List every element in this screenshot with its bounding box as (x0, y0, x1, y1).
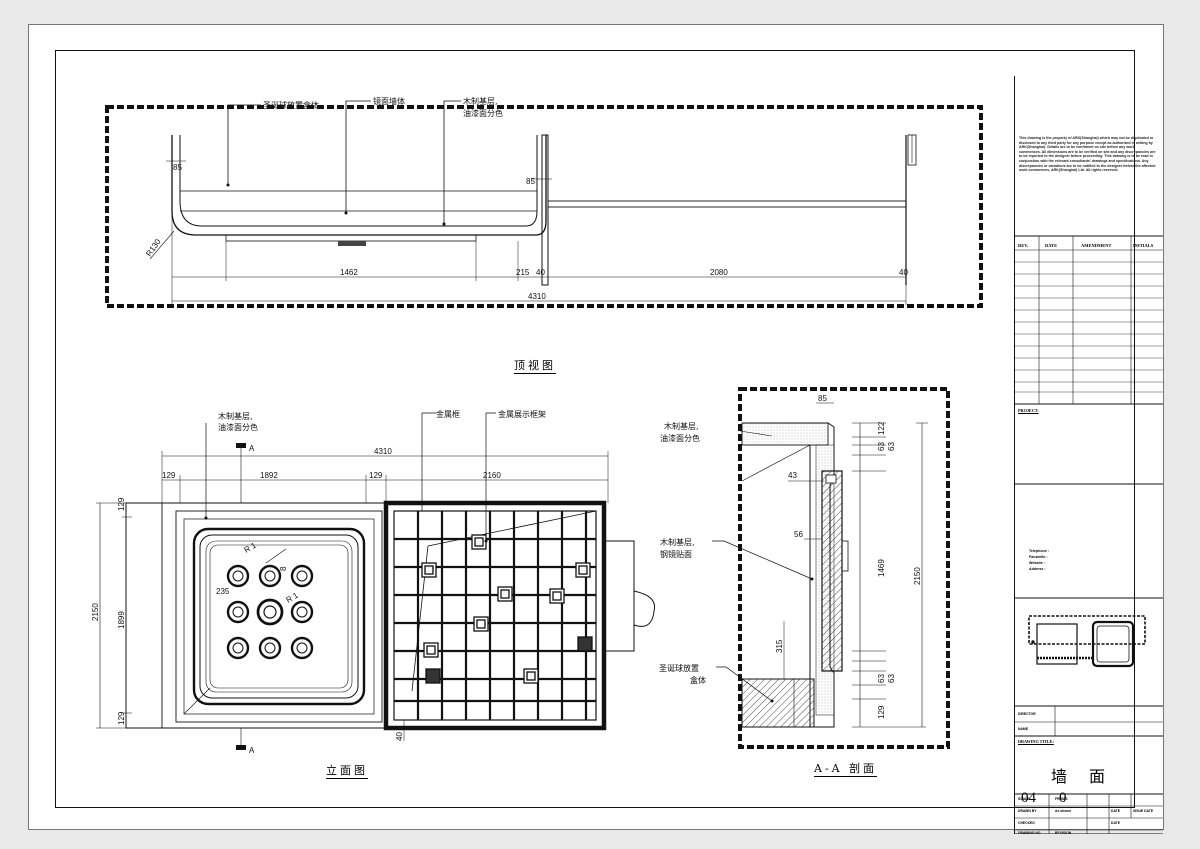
top-view (105, 100, 983, 308)
section-text: 木制基层, 油漆面分色 木制基层, 钢镜贴面 圣诞球放置 盒体 85 43 56… (659, 394, 922, 719)
sec-label-wood-2a: 木制基层, (660, 537, 695, 547)
caption-section: A-A 剖面 (814, 762, 878, 777)
sec-dim-43: 43 (788, 471, 797, 480)
rev-header-initials: INITIALS (1133, 243, 1154, 248)
label-wood-2: 油漆面分色 (463, 108, 503, 118)
display-boxes (421, 534, 593, 684)
drawing-no-label: DRAWING NO. (1018, 831, 1042, 835)
sec-label-wood-1a: 木制基层, (664, 421, 699, 431)
contact-facsimile: Facsimile : (1029, 555, 1048, 559)
dim-1462: 1462 (340, 268, 358, 277)
dim-40-a: 40 (536, 268, 545, 277)
contact-website: Website : (1029, 561, 1045, 565)
sec-label-box-a: 圣诞球放置 (659, 663, 699, 673)
dim-r1-a: R 1 (243, 540, 259, 554)
thumbnail-plan (1028, 615, 1146, 668)
sec-dim-56: 56 (794, 530, 803, 539)
drawn-by-label: DRAWN BY (1018, 809, 1037, 813)
dim-129-c: 129 (117, 497, 126, 511)
elev-label-wood-2: 油漆面分色 (218, 422, 258, 432)
dim-8: 8 (279, 566, 288, 571)
drawing-title: 墙面 (1050, 767, 1127, 786)
elevation-text: 木制基层, 油漆面分色 金属框 金属展示框架 A A 4310 129 1892… (91, 409, 546, 755)
title-block: This drawing is the property of ARK(Shan… (1014, 76, 1163, 835)
label-box: 圣诞球放置盒体 (263, 100, 319, 110)
checked-label: CHECKED (1018, 821, 1035, 825)
sec-dim-63-b: 63 (887, 442, 896, 451)
dim-40-b: 40 (899, 268, 908, 277)
drawing-canvas: 圣诞球放置盒体 镜面墙体 木制基层, 油漆面分色 85 85 R130 1462… (91, 96, 983, 755)
dim-4310: 4310 (528, 292, 546, 301)
sec-dim-315: 315 (775, 639, 784, 653)
rev-header-amendment: AMENDMENT (1081, 243, 1112, 248)
date-label-2: DATE (1111, 821, 1120, 825)
drawing-frame: 圣诞球放置盒体 镜面墙体 木制基层, 油漆面分色 85 85 R130 1462… (55, 50, 1163, 835)
sec-dim-1469: 1469 (877, 559, 886, 577)
dim-85-right: 85 (526, 177, 535, 186)
disclaimer-text: This drawing is the property of ARK(Shan… (1019, 136, 1156, 173)
sec-dim-63-c: 63 (877, 674, 886, 683)
section-view (712, 387, 950, 749)
label-display-frame: 金属展示框架 (498, 409, 546, 419)
drawn-by-value: As shown (1055, 809, 1072, 813)
contact-address: Address : (1029, 567, 1046, 571)
project-label: PROJECT: (1018, 408, 1039, 413)
drawing-title-label: DRAWING TITLE: (1018, 739, 1054, 744)
sec-label-box-b: 盒体 (690, 675, 706, 685)
name-label: NAME (1018, 727, 1028, 731)
caption-elevation: 立面图 (326, 764, 368, 779)
scale-label: SCALE (1018, 797, 1030, 801)
dim-2080: 2080 (710, 268, 728, 277)
contact-block: Telephone : Facsimile : Website : Addres… (1029, 548, 1049, 572)
drawing-sheet: 圣诞球放置盒体 镜面墙体 木制基层, 油漆面分色 85 85 R130 1462… (28, 24, 1164, 835)
dim-85-left: 85 (173, 163, 182, 172)
dim-215: 215 (516, 268, 530, 277)
date-label-1: DATE (1111, 809, 1120, 813)
sec-label-wood-2b: 钢镜贴面 (660, 549, 692, 559)
revision-label: REVISION (1055, 831, 1072, 835)
label-wood-1: 木制基层, (463, 96, 498, 106)
label-metal-frame: 金属框 (436, 409, 460, 419)
dim-1892: 1892 (260, 471, 278, 480)
sec-dim-63-d: 63 (887, 674, 896, 683)
dim-129-a: 129 (162, 471, 176, 480)
frame-grid (394, 511, 596, 720)
sec-dim-122: 122 (877, 421, 886, 435)
caption-top-view: 顶视图 (514, 359, 556, 374)
drawing-number: 04 (1021, 790, 1036, 806)
top-view-text: 圣诞球放置盒体 镜面墙体 木制基层, 油漆面分色 85 85 R130 1462… (144, 96, 908, 301)
sec-label-wood-1b: 油漆面分色 (660, 433, 700, 443)
dim-2150: 2150 (91, 603, 100, 621)
dim-235: 235 (216, 587, 230, 596)
label-mirror: 镜面墙体 (373, 96, 405, 106)
sec-dim-2150: 2150 (913, 567, 922, 585)
scale-value: FROM 1 (1055, 797, 1068, 801)
issue-date-label: ISSUE DATE (1133, 809, 1154, 813)
sec-dim-85: 85 (818, 394, 827, 403)
elevation-view (96, 412, 656, 750)
contact-telephone: Telephone : (1029, 549, 1049, 553)
rev-header-rev: REV. (1018, 243, 1029, 248)
dim-1899: 1899 (117, 611, 126, 629)
revision-number: 0 (1059, 790, 1067, 806)
sec-dim-129: 129 (877, 705, 886, 719)
elev-label-wood-1: 木制基层, (218, 411, 253, 421)
director-label: DIRECTOR (1018, 712, 1036, 716)
dim-129-d: 129 (117, 711, 126, 725)
section-mark-bottom: A (249, 746, 255, 755)
section-mark-top: A (249, 444, 255, 453)
dim-129-b: 129 (369, 471, 383, 480)
ornament-grid (226, 564, 314, 660)
top-box-inner (179, 135, 538, 227)
top-view-border (105, 105, 983, 308)
dim-40: 40 (395, 732, 404, 741)
dim-4310: 4310 (374, 447, 392, 456)
title-block-lines (1015, 235, 1163, 834)
dim-2160: 2160 (483, 471, 501, 480)
sec-dim-63-a: 63 (877, 442, 886, 451)
rev-header-date: DATE (1045, 243, 1058, 248)
